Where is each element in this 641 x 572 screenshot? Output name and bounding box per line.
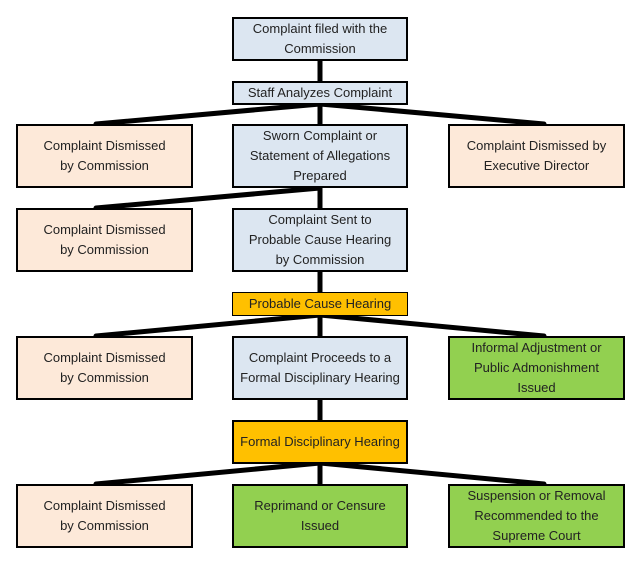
node-formal-disciplinary-hearing: Formal Disciplinary Hearing [232,420,408,464]
node-complaint-filed: Complaint filed with the Commission [232,17,408,61]
connector-analyzes-dismissed-1 [93,101,323,127]
connector-sworn-dismissed-2 [93,185,323,211]
node-suspension-or-removal: Suspension or Removal Recommended to the… [448,484,625,548]
node-dismissed-by-commission-3: Complaint Dismissed by Commission [16,336,193,400]
connector-analyzes-dismissed-exec [317,101,547,127]
connector-formal-suspension [317,460,547,487]
connector-probable-informal [317,312,547,339]
connector-formal-dismissed-4 [93,460,323,487]
node-dismissed-by-commission-1: Complaint Dismissed by Commission [16,124,193,188]
connector-probable-dismissed-3 [93,312,323,339]
node-proceeds-to-formal-hearing: Complaint Proceeds to a Formal Disciplin… [232,336,408,400]
node-sent-to-probable-cause: Complaint Sent to Probable Cause Hearing… [232,208,408,272]
node-dismissed-by-commission-4: Complaint Dismissed by Commission [16,484,193,548]
node-probable-cause-hearing: Probable Cause Hearing [232,292,408,316]
node-informal-adjustment: Informal Adjustment or Public Admonishme… [448,336,625,400]
node-staff-analyzes: Staff Analyzes Complaint [232,81,408,105]
node-sworn-complaint: Sworn Complaint or Statement of Allegati… [232,124,408,188]
node-dismissed-by-commission-2: Complaint Dismissed by Commission [16,208,193,272]
node-reprimand-or-censure: Reprimand or Censure Issued [232,484,408,548]
node-dismissed-by-executive-director: Complaint Dismissed by Executive Directo… [448,124,625,188]
